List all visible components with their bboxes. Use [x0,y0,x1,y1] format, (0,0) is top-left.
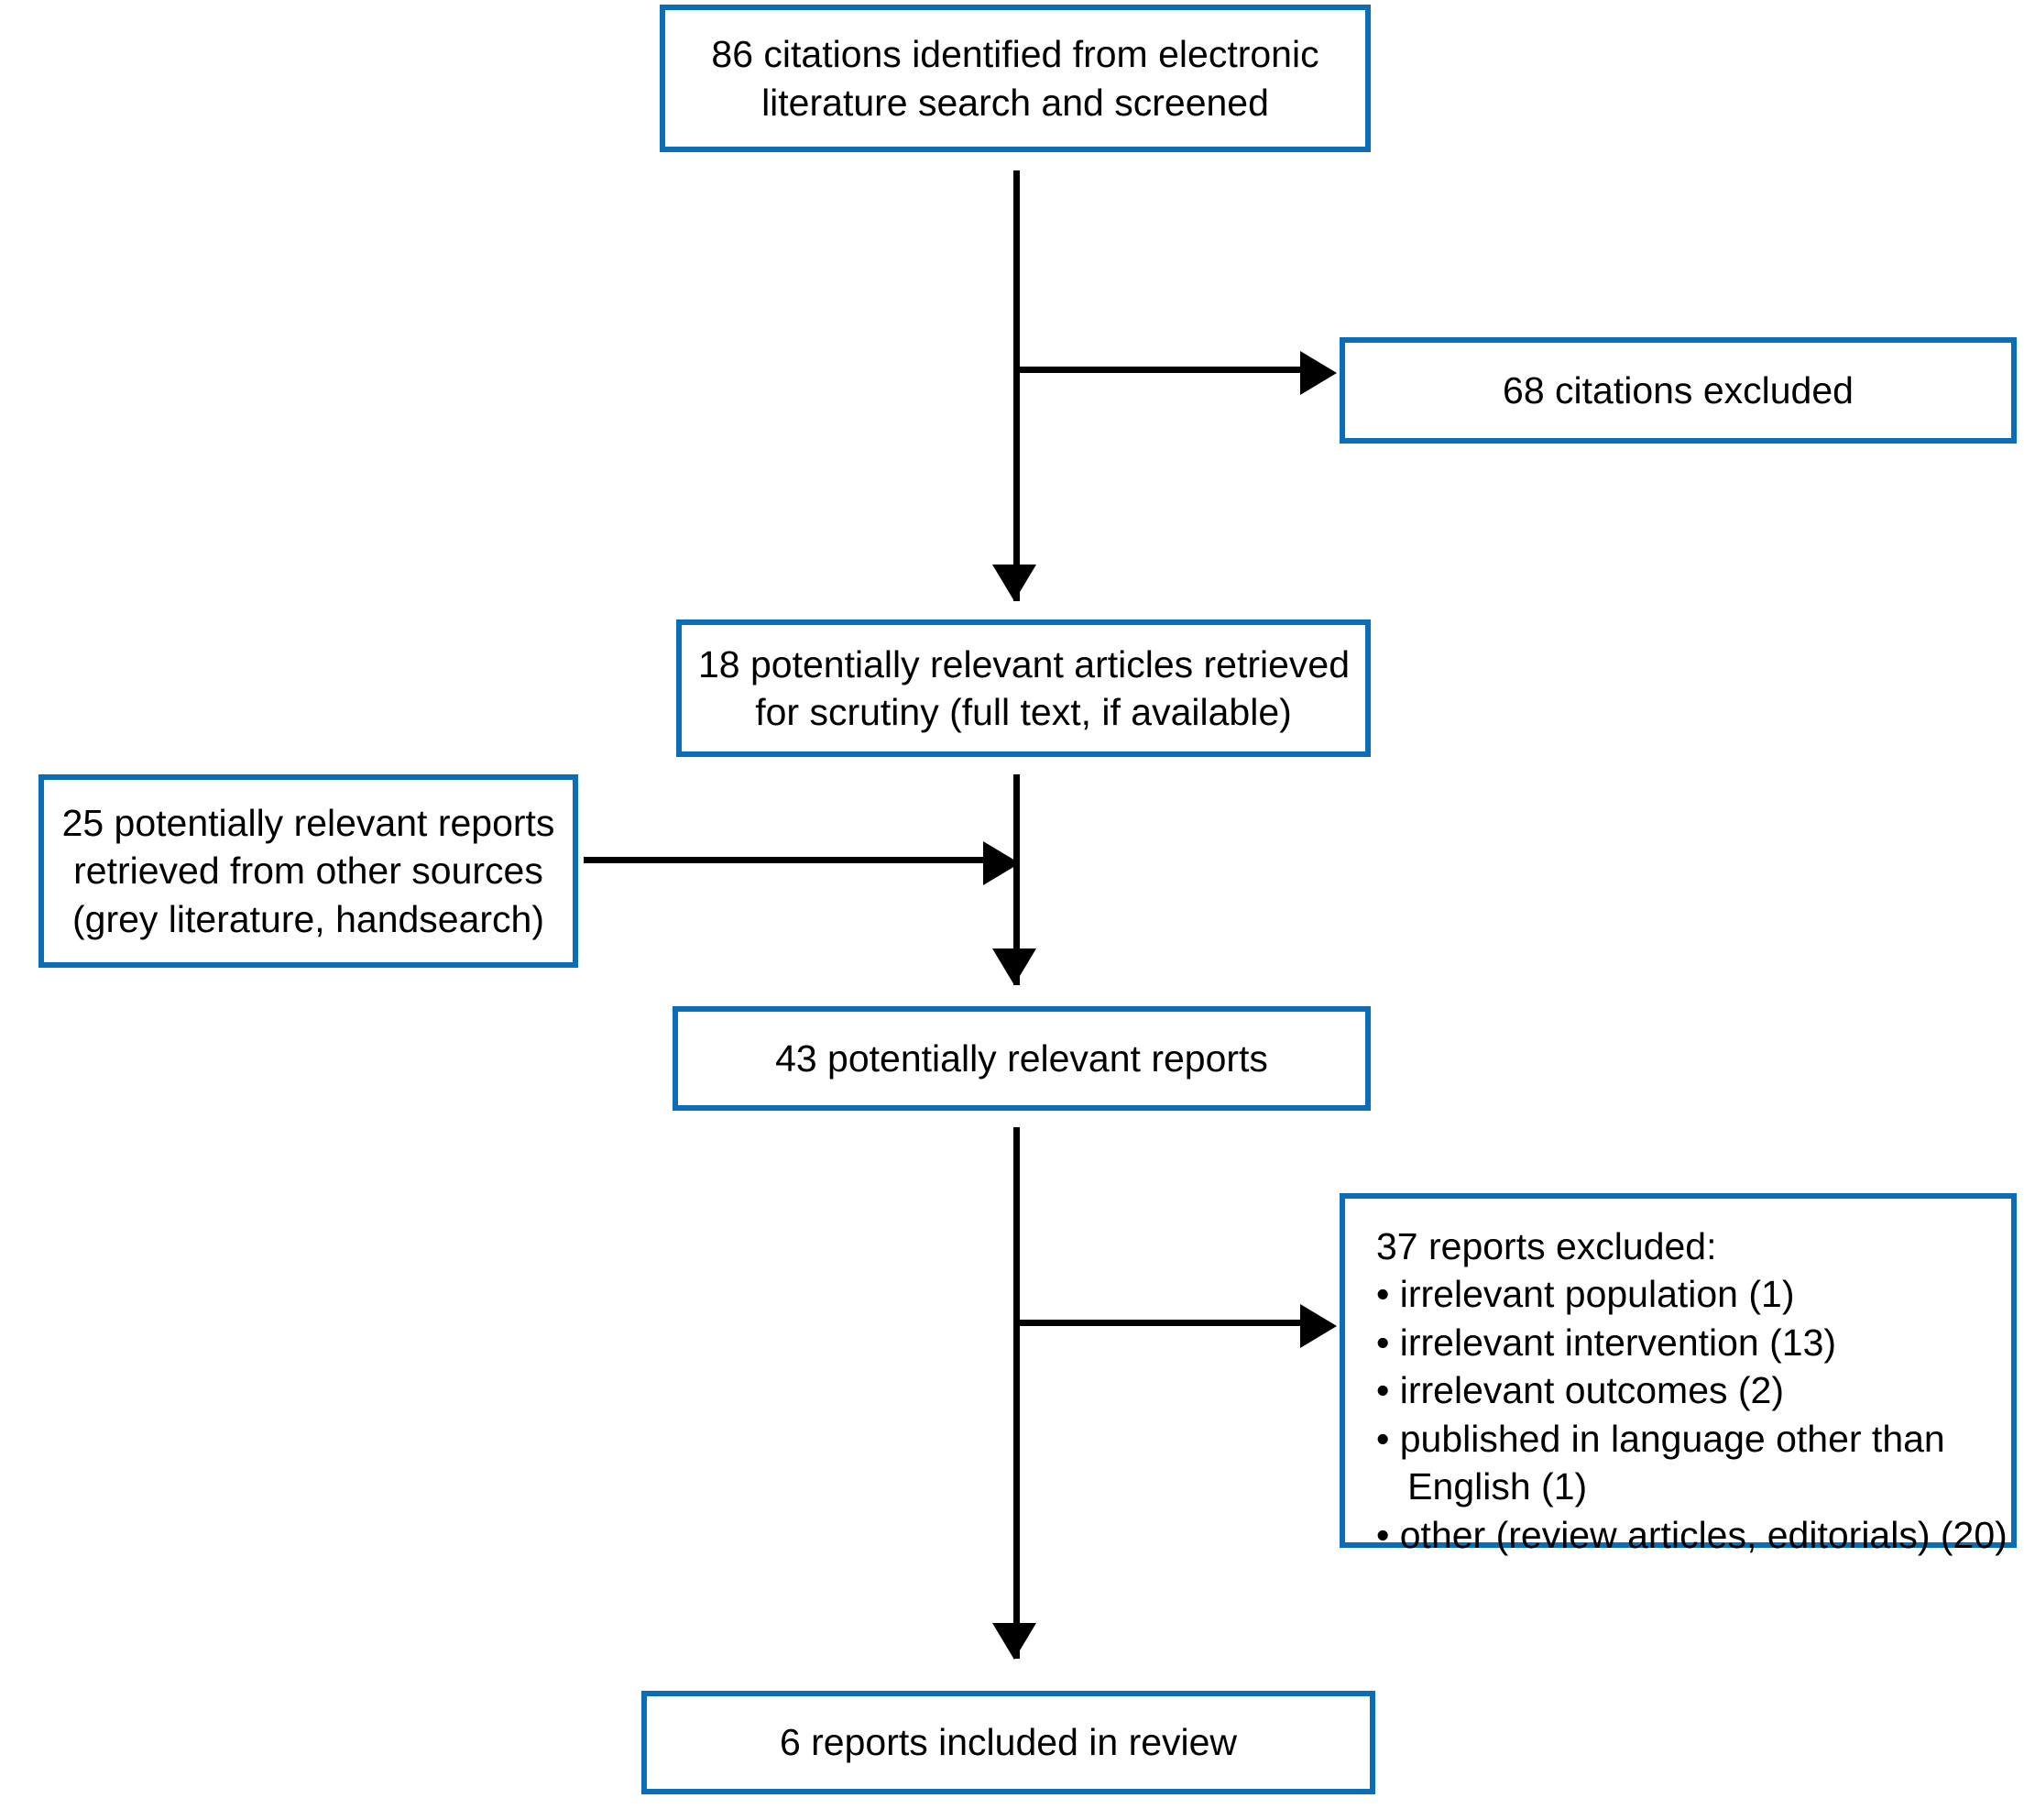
exclusion-reason: • irrelevant outcomes (2) [1376,1369,1785,1412]
text-line: for scrutiny (full text, if available) [755,691,1292,733]
connector-other-sources-to-stream-line [584,857,989,863]
text-line: 86 citations identified from electronic [711,33,1319,76]
exclusion-reason-continuation: English (1) [1376,1465,1588,1508]
exclusion-reason: • irrelevant population (1) [1376,1273,1795,1316]
text-line: 18 potentially relevant articles retriev… [698,642,1351,685]
node-potentially-relevant-reports-text: 43 potentially relevant reports [695,1035,1349,1082]
text-line: literature search and screened [761,81,1269,124]
node-reports-included-text: 6 reports included in review [663,1718,1353,1766]
text-line: 43 potentially relevant reports [775,1036,1268,1080]
exclusion-reason: • irrelevant intervention (13) [1376,1321,1837,1364]
node-articles-retrieved-text: 18 potentially relevant articles retriev… [698,641,1351,737]
text-line: 37 reports excluded: [1376,1225,1717,1267]
node-reports-other-sources: 25 potentially relevant reports retrieve… [38,774,578,968]
connector-identified-to-retrieved-line [1013,170,1020,601]
node-citations-identified: 86 citations identified from electronic … [660,5,1371,152]
node-citations-excluded: 68 citations excluded [1340,337,2017,444]
connector-identified-to-excluded-arrowhead [1300,351,1337,395]
text-line: 25 potentially relevant reports [61,801,555,844]
text-line: (grey literature, handsearch) [71,897,545,940]
exclusion-reason: • other (review articles, editorials) (2… [1376,1513,2008,1556]
node-potentially-relevant-reports: 43 potentially relevant reports [673,1006,1371,1111]
exclusion-reason: • published in language other than [1376,1417,1945,1460]
node-reports-excluded-text: 37 reports excluded: • irrelevant popula… [1376,1222,2008,1559]
connector-other-sources-to-stream-arrowhead [983,841,1020,885]
text-line: 6 reports included in review [779,1721,1238,1764]
connector-relevant-to-included-line [1013,1127,1020,1659]
connector-relevant-to-excluded-line [1013,1320,1303,1326]
text-line: 68 citations excluded [1503,368,1854,411]
connector-relevant-to-excluded-arrowhead [1300,1304,1337,1348]
connector-identified-to-excluded-line [1013,367,1303,373]
connector-retrieved-to-relevant-arrowhead [992,948,1036,985]
connector-relevant-to-included-arrowhead [992,1623,1036,1660]
node-articles-retrieved: 18 potentially relevant articles retriev… [676,619,1371,757]
connector-identified-to-retrieved-arrowhead [992,565,1036,601]
node-citations-excluded-text: 68 citations excluded [1362,367,1995,414]
text-line: retrieved from other sources [73,850,543,893]
node-citations-identified-text: 86 citations identified from electronic … [682,30,1349,126]
node-reports-other-sources-text: 25 potentially relevant reports retrieve… [60,799,556,943]
node-reports-excluded: 37 reports excluded: • irrelevant popula… [1340,1193,2017,1556]
node-reports-included: 6 reports included in review [641,1691,1375,1794]
